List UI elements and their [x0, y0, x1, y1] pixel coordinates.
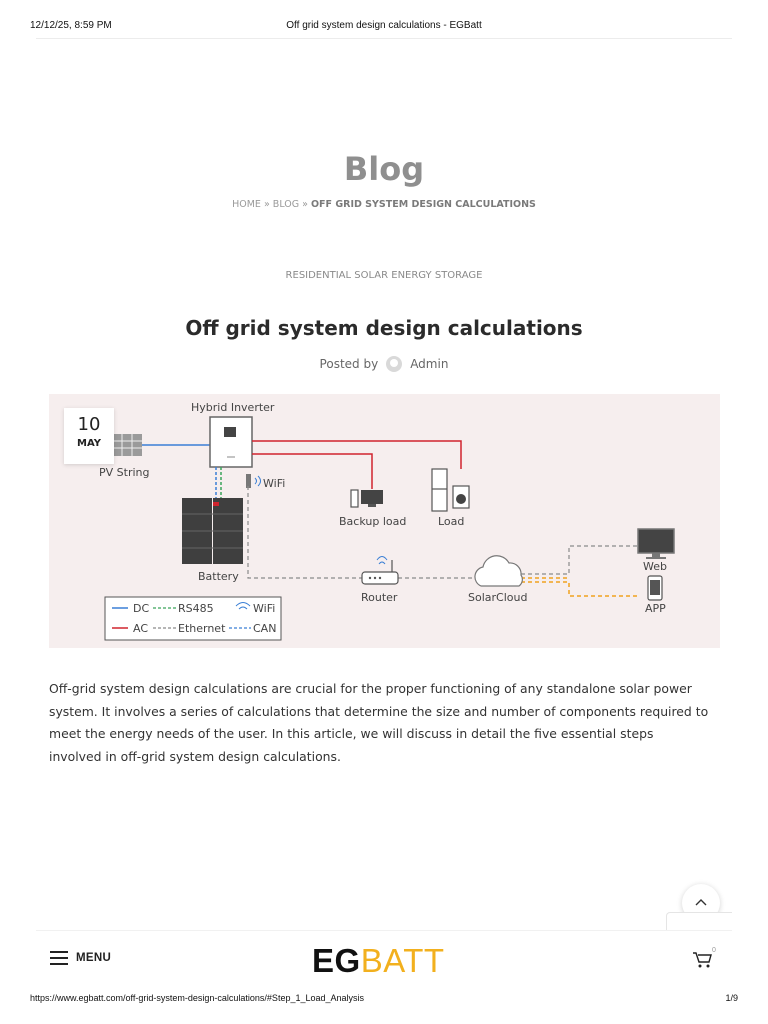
app-label: APP [645, 602, 666, 615]
breadcrumb-home-link[interactable]: HOME [232, 199, 261, 210]
menu-label: MENU [76, 952, 112, 964]
backup-load-icon [350, 489, 383, 508]
print-page-title: Off grid system design calculations - EG… [286, 20, 482, 31]
wifi-label: WiFi [263, 477, 285, 490]
print-header: 12/12/25, 8:59 PM Off grid system design… [0, 0, 768, 36]
page-heading: Blog [343, 150, 425, 188]
pv-panel-icon [112, 434, 142, 456]
wifi-icon [235, 602, 251, 610]
load-label: Load [438, 515, 464, 528]
legend-wifi: WiFi [253, 602, 275, 615]
post-meta: Posted by Admin [0, 356, 768, 372]
legend-ac: AC [133, 622, 148, 635]
phone-icon [647, 575, 663, 601]
router-label: Router [361, 591, 398, 604]
print-page-number: 1/9 [725, 993, 738, 1003]
article-intro: Off-grid system design calculations are … [49, 681, 709, 764]
legend-rs485: RS485 [178, 602, 214, 615]
cart-button[interactable]: 0 [692, 947, 722, 973]
router-icon [361, 556, 399, 585]
breadcrumb: HOME » BLOG » OFF GRID SYSTEM DESIGN CAL… [0, 199, 768, 210]
legend-can: CAN [253, 622, 276, 635]
site-logo[interactable]: EGBATT [312, 941, 445, 981]
posted-by-label: Posted by [319, 357, 379, 371]
print-url: https://www.egbatt.com/off-grid-system-d… [30, 993, 365, 1003]
backup-load-label: Backup load [339, 515, 406, 528]
web-label: Web [643, 560, 667, 573]
cloud-icon [474, 555, 523, 587]
solarcloud-label: SolarCloud [468, 591, 527, 604]
chevron-up-icon [695, 899, 707, 906]
system-diagram: PV String Hybrid Inverter WiFi [49, 394, 720, 648]
load-icon [431, 468, 470, 512]
battery-label: Battery [198, 570, 239, 583]
logo-eg: EG [312, 942, 361, 979]
pv-string-label: PV String [99, 466, 149, 479]
menu-button[interactable]: MENU [50, 951, 111, 965]
breadcrumb-separator: » [263, 199, 270, 210]
header-divider [36, 38, 732, 39]
hybrid-inverter-label: Hybrid Inverter [191, 401, 275, 414]
print-footer: https://www.egbatt.com/off-grid-system-d… [0, 993, 768, 1007]
hamburger-icon [50, 951, 68, 965]
legend-ethernet: Ethernet [178, 622, 226, 635]
post-category-link[interactable]: RESIDENTIAL SOLAR ENERGY STORAGE [285, 270, 483, 281]
cart-icon [693, 952, 712, 968]
side-widget-tab[interactable] [666, 912, 732, 932]
web-monitor-icon [637, 528, 675, 559]
breadcrumb-current: OFF GRID SYSTEM DESIGN CALCULATIONS [310, 199, 536, 210]
cart-count-badge: 0 [712, 947, 716, 954]
print-date: 12/12/25, 8:59 PM [30, 20, 112, 31]
wifi-dongle-icon [246, 474, 261, 488]
logo-batt: BATT [360, 942, 445, 979]
battery-icon [182, 498, 243, 564]
post-date-badge: 10 MAY [64, 408, 114, 464]
breadcrumb-blog-link[interactable]: BLOG [272, 199, 300, 210]
diagram-legend: DC RS485 WiFi AC Ethernet CAN [104, 596, 282, 641]
author-link[interactable]: Admin [410, 357, 449, 371]
post-title: Off grid system design calculations [185, 316, 583, 340]
avatar-icon [386, 356, 403, 372]
diagram-svg: PV String Hybrid Inverter WiFi [99, 401, 675, 641]
post-date-month: MAY [77, 438, 101, 449]
breadcrumb-separator: » [302, 199, 308, 210]
bottom-toolbar: MENU EGBATT 0 [36, 930, 732, 986]
legend-dc: DC [133, 602, 149, 615]
post-date-day: 10 [77, 414, 101, 435]
inverter-icon [209, 416, 253, 468]
